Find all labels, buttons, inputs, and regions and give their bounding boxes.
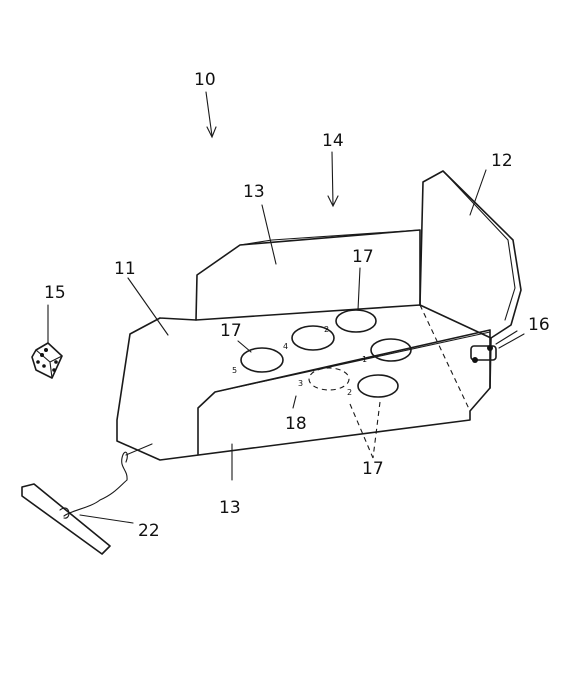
label-17-left: 17 [220, 321, 242, 341]
hole-6 [357, 374, 399, 398]
side-wall-13-front [197, 329, 491, 455]
hinge-16 [470, 330, 518, 363]
hole-3 [308, 367, 350, 391]
label-18: 18 [285, 414, 307, 434]
side-panel-12 [419, 170, 522, 339]
label-10: 10 [194, 70, 216, 90]
hole-number-3: 3 [298, 379, 303, 388]
handle-cord-22 [21, 443, 153, 555]
label-11: 11 [114, 259, 136, 279]
hole-number-5: 5 [232, 366, 237, 375]
label-15: 15 [44, 283, 66, 303]
hole-number-6: 2 [347, 388, 352, 397]
label-22: 22 [138, 521, 160, 541]
label-17-top: 17 [352, 247, 374, 267]
label-13-front: 13 [219, 498, 241, 518]
label-16: 16 [528, 315, 550, 335]
arrow-14 [327, 151, 339, 208]
arrow-10 [205, 91, 217, 139]
hole-number-1: 1 [362, 355, 367, 364]
label-13-top: 13 [243, 182, 265, 202]
label-12: 12 [491, 151, 513, 171]
hole-number-2: 2 [324, 325, 329, 334]
hole-2 [335, 309, 377, 333]
hole-5 [240, 347, 284, 373]
hole-1 [370, 338, 412, 362]
label-17-front: 17 [362, 459, 384, 479]
hole-4 [291, 325, 335, 351]
die-15 [31, 342, 63, 379]
base-plate-11 [116, 304, 492, 461]
hole-number-4: 4 [283, 342, 288, 351]
label-14: 14 [322, 131, 344, 151]
